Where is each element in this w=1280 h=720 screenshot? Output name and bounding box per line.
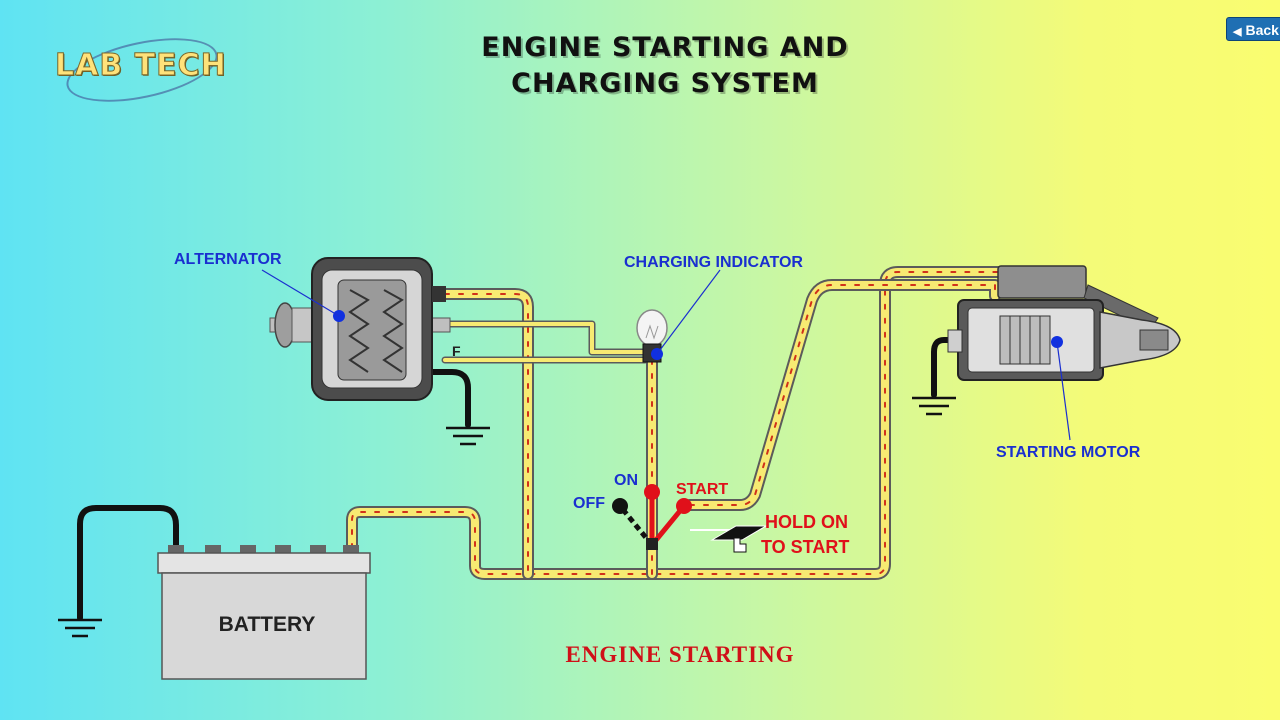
field-terminal-label: F: [452, 343, 461, 359]
battery: BATTERY: [157, 545, 371, 680]
switch-off-label: OFF: [573, 495, 605, 512]
start-circuit-wire: [684, 279, 1001, 511]
charging-indicator-lamp: [636, 309, 668, 363]
battery-label: BATTERY: [219, 613, 316, 636]
switch-off-terminal[interactable]: [612, 498, 628, 514]
alternator-output-wire: [439, 288, 534, 580]
starting-motor-label: STARTING MOTOR: [996, 444, 1141, 461]
switch-start-label: START: [676, 481, 728, 498]
back-button-label: Back: [1245, 22, 1279, 38]
starter-solenoid: [997, 265, 1087, 299]
battery-main-wire: [346, 266, 1006, 580]
hold-on-label-line1: HOLD ON: [765, 512, 848, 532]
ground-wires: [77, 337, 958, 621]
hold-pointer: [690, 525, 768, 553]
field-wires: [441, 320, 649, 364]
alternator-ground-icon: [446, 426, 490, 446]
key-icon: [710, 525, 768, 541]
starting-motor: [947, 265, 1181, 381]
charging-indicator-label: CHARGING INDICATOR: [624, 254, 803, 271]
leader-lines: [261, 269, 1071, 441]
ignition-switch[interactable]: [612, 484, 692, 550]
alternator-windings: [348, 289, 404, 373]
alternator: [269, 257, 451, 401]
hold-on-label-line2: TO START: [761, 537, 849, 557]
battery-cell-caps: [168, 545, 359, 554]
switch-off-lever: [618, 504, 654, 547]
mode-caption: ENGINE STARTING: [565, 642, 795, 667]
switch-start-terminal[interactable]: [676, 498, 692, 514]
page-title: ENGINE STARTING AND CHARGING SYSTEM: [420, 30, 910, 102]
battery-top: [157, 552, 371, 574]
starter-ground-icon: [912, 396, 956, 416]
wiring: [346, 266, 1006, 580]
switch-on-terminal[interactable]: [644, 484, 660, 500]
logo-text: LAB TECH: [55, 48, 227, 84]
ground-symbols: [58, 396, 956, 638]
back-arrow-icon: ◀: [1233, 26, 1242, 38]
switch-on-label: ON: [614, 472, 638, 489]
lamp-bulb-icon: [636, 309, 668, 347]
title-line-2: CHARGING SYSTEM: [511, 68, 819, 99]
hand-cursor-icon: [733, 537, 747, 553]
labtech-logo: LAB TECH: [55, 26, 235, 114]
alternator-label: ALTERNATOR: [174, 251, 282, 268]
battery-body: [161, 572, 367, 680]
back-button[interactable]: ◀Back: [1226, 17, 1280, 41]
battery-ground-icon: [58, 618, 102, 638]
title-line-1: ENGINE STARTING AND: [481, 32, 849, 63]
